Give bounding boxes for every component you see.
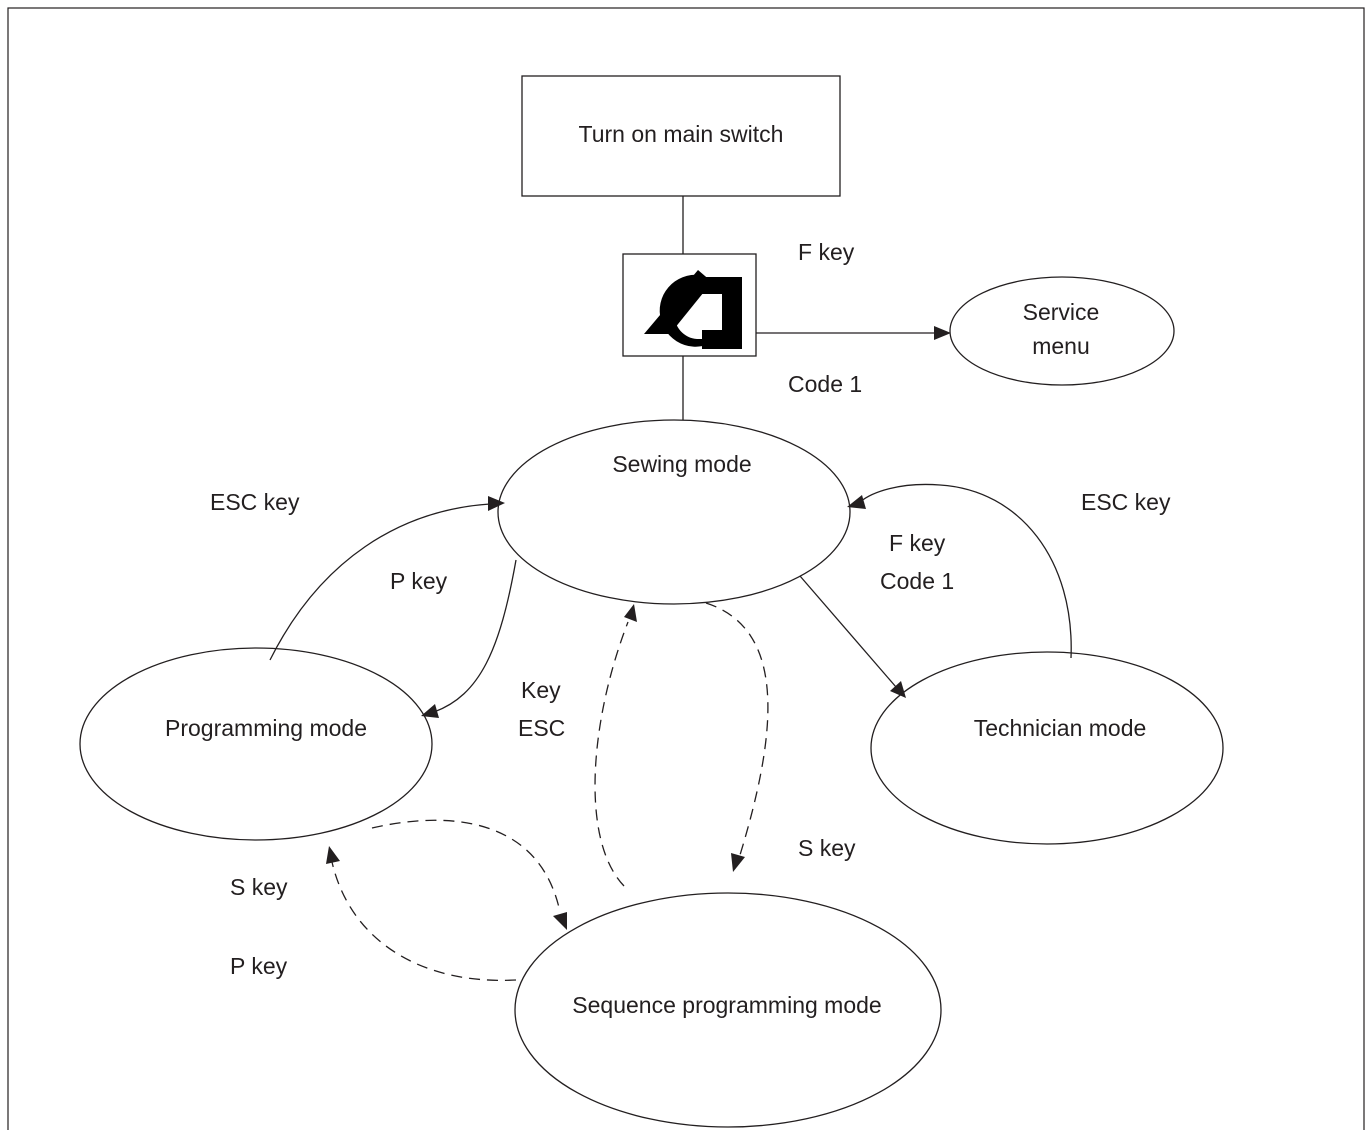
edge-label-f-key-top: F key	[798, 239, 855, 265]
duerkopp-adler-logo-icon	[644, 270, 742, 349]
arrowhead-sewing-to-technician	[890, 681, 906, 698]
arrowhead-service-menu	[934, 326, 951, 340]
main-switch-label: Turn on main switch	[579, 121, 784, 147]
edge-label-p-key-lower: P key	[230, 953, 288, 979]
edge-label-s-key-right: S key	[798, 835, 856, 861]
edge-label-key: Key	[521, 677, 561, 703]
arrow-sewing-to-technician	[799, 575, 897, 688]
service-menu-label-line2: menu	[1032, 333, 1090, 359]
service-menu-label-line1: Service	[1023, 299, 1100, 325]
sewing-mode-label: Sewing mode	[612, 451, 751, 477]
edge-label-code-1-top: Code 1	[788, 371, 862, 397]
edge-label-esc-key-left: ESC key	[210, 489, 300, 515]
arrow-technician-to-sewing	[859, 483, 1072, 659]
logo-box	[622, 253, 757, 357]
technician-mode-node: Technician mode	[870, 651, 1224, 845]
arrow-sewing-to-programming	[433, 559, 517, 713]
arrowhead-sewing-to-sequence	[731, 853, 745, 872]
arrow-sewing-to-sequence	[705, 602, 769, 856]
service-menu-node: Service menu	[949, 276, 1175, 386]
edge-label-code-1-right: Code 1	[880, 568, 954, 594]
edge-label-p-key-upper: P key	[390, 568, 448, 594]
arrowhead-sequence-to-sewing	[624, 604, 637, 622]
arrowhead-sequence-to-programming	[326, 846, 340, 864]
arrowhead-programming-to-sequence	[553, 912, 567, 930]
programming-mode-node: Programming mode	[79, 647, 433, 841]
edge-label-s-key-left: S key	[230, 874, 288, 900]
arrow-programming-to-sewing	[269, 503, 491, 661]
main-switch-node: Turn on main switch	[521, 75, 841, 197]
technician-mode-label: Technician mode	[974, 715, 1147, 741]
arrow-programming-to-sequence	[371, 819, 561, 913]
sequence-programming-mode-node: Sequence programming mode	[514, 892, 942, 1128]
sequence-programming-mode-label: Sequence programming mode	[572, 992, 881, 1018]
arrow-sequence-to-sewing	[594, 621, 629, 887]
arrow-sequence-to-programming	[331, 861, 517, 982]
arrowhead-programming-to-sewing	[488, 496, 505, 511]
arrowhead-sewing-to-programming	[421, 704, 439, 718]
arrowhead-technician-to-sewing	[847, 495, 866, 509]
edge-label-esc-key-right: ESC key	[1081, 489, 1171, 515]
edge-label-esc: ESC	[518, 715, 565, 741]
edge-label-f-key-right: F key	[889, 530, 946, 556]
diagram-frame	[7, 7, 1365, 1130]
sewing-mode-node: Sewing mode	[497, 419, 851, 605]
programming-mode-label: Programming mode	[165, 715, 367, 741]
